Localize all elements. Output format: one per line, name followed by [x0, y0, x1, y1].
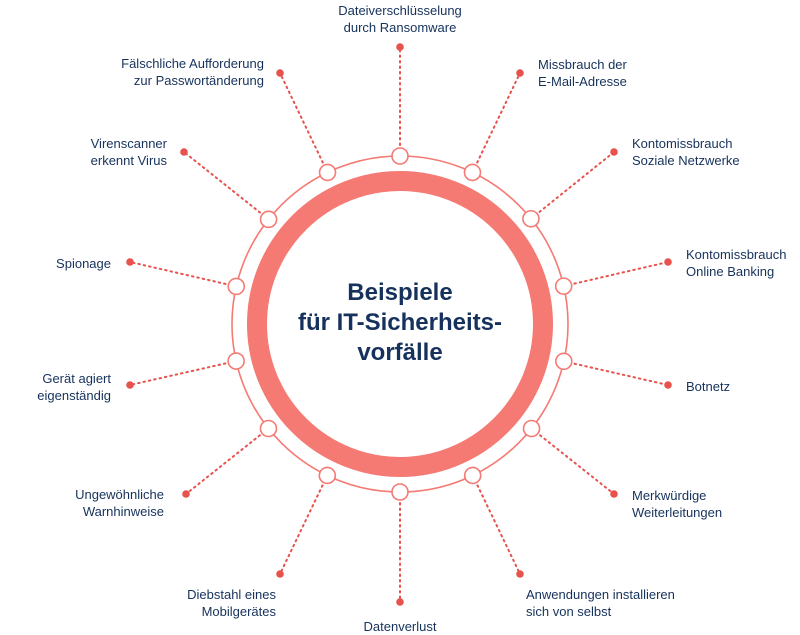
label-line: Kontomissbrauch	[632, 136, 733, 151]
ring-node-botnet	[555, 352, 573, 371]
label-line: Dateiverschlüsselung	[338, 3, 462, 18]
label-line: Botnetz	[686, 379, 731, 394]
label-line: Diebstahl eines	[187, 587, 276, 602]
label-botnet: Botnetz	[686, 378, 730, 395]
label-line: eigenständig	[37, 388, 111, 403]
connector-self-install	[471, 474, 521, 575]
label-line: Weiterleitungen	[632, 505, 723, 520]
connector-warnings	[185, 427, 270, 495]
ring-node-password-change	[318, 163, 337, 182]
label-line: Kontomissbrauch	[686, 247, 787, 262]
end-dot-ransomware	[396, 43, 404, 51]
connector-social-account	[529, 151, 615, 220]
label-line: Warnhinweise	[82, 504, 164, 519]
end-dot-warnings	[182, 490, 190, 498]
label-line: zur Passwortänderung	[133, 73, 264, 88]
ring-node-redirects	[522, 419, 541, 438]
end-dot-email-misuse	[516, 69, 524, 77]
ring-node-email-misuse	[463, 163, 482, 182]
label-virus-scanner: Virenscanner erkennt Virus	[91, 135, 167, 169]
ring-node-data-loss	[391, 483, 409, 501]
connector-botnet	[562, 360, 669, 386]
end-dot-botnet	[664, 381, 672, 389]
label-line: Missbrauch der	[538, 57, 627, 72]
ring-node-banking-account	[554, 277, 573, 295]
label-line: durch Ransomware	[343, 20, 457, 35]
label-autonomous-device: Gerät agiert eigenständig	[37, 370, 111, 404]
title-line-1: Beispiele	[347, 279, 453, 306]
connector-password-change	[279, 72, 329, 174]
connector-banking-account	[562, 261, 669, 288]
end-dot-autonomous-device	[126, 381, 134, 389]
connector-redirects	[530, 427, 615, 495]
connector-device-theft	[279, 474, 329, 575]
end-dot-banking-account	[664, 258, 672, 266]
ring-nodes	[227, 147, 573, 501]
ring-node-social-account	[522, 209, 540, 228]
label-line: Mobilgerätes	[201, 604, 276, 619]
connector-autonomous-device	[129, 360, 238, 386]
ring-node-ransomware	[391, 147, 409, 165]
ring-node-self-install	[463, 466, 482, 485]
diagram-title: Beispiele für IT-Sicherheits- vorfälle	[270, 278, 530, 368]
label-line: Gerät agiert	[42, 371, 111, 386]
label-data-loss: Datenverlust	[364, 618, 437, 635]
ring-node-espionage	[227, 277, 246, 296]
end-dot-data-loss	[396, 598, 404, 606]
label-line: erkennt Virus	[90, 153, 167, 168]
label-line: Datenverlust	[363, 619, 437, 634]
label-line: Soziale Netzwerke	[632, 153, 740, 168]
connector-virus-scanner	[183, 151, 270, 221]
ring-node-device-theft	[318, 466, 337, 485]
label-line: E-Mail-Adresse	[538, 74, 627, 89]
ring-node-autonomous-device	[227, 352, 245, 370]
end-dot-password-change	[276, 69, 284, 77]
label-line: Anwendungen installieren	[526, 587, 675, 602]
label-line: Spionage	[56, 256, 111, 271]
end-dot-social-account	[610, 148, 618, 156]
end-dot-redirects	[610, 490, 618, 498]
end-dot-espionage	[126, 258, 134, 266]
connector-espionage	[129, 261, 238, 288]
label-line: Online Banking	[686, 264, 775, 279]
connector-email-misuse	[471, 72, 521, 174]
label-ransomware: Dateiverschlüsselung durch Ransomware	[338, 2, 462, 36]
label-line: sich von selbst	[526, 604, 612, 619]
title-line-2: für IT-Sicherheits-	[297, 309, 503, 336]
end-dot-device-theft	[276, 570, 284, 578]
end-dot-virus-scanner	[180, 148, 188, 156]
label-line: Merkwürdige	[632, 488, 707, 503]
label-password-change: Fälschliche Aufforderung zur Passwortände…	[121, 55, 264, 89]
label-espionage: Spionage	[56, 255, 111, 272]
label-line: Virenscanner	[90, 136, 167, 151]
end-dot-self-install	[516, 570, 524, 578]
ring-node-virus-scanner	[259, 210, 278, 229]
title-line-3: vorfälle	[357, 339, 443, 366]
connector-lines	[129, 46, 669, 603]
end-dots	[126, 43, 672, 606]
inner-ring	[247, 171, 553, 477]
label-self-install: Anwendungen installieren sich von selbst	[526, 586, 675, 620]
ring-node-warnings	[259, 419, 278, 438]
label-line: Ungewöhnliche	[75, 487, 164, 502]
label-line: Fälschliche Aufforderung	[121, 56, 264, 71]
